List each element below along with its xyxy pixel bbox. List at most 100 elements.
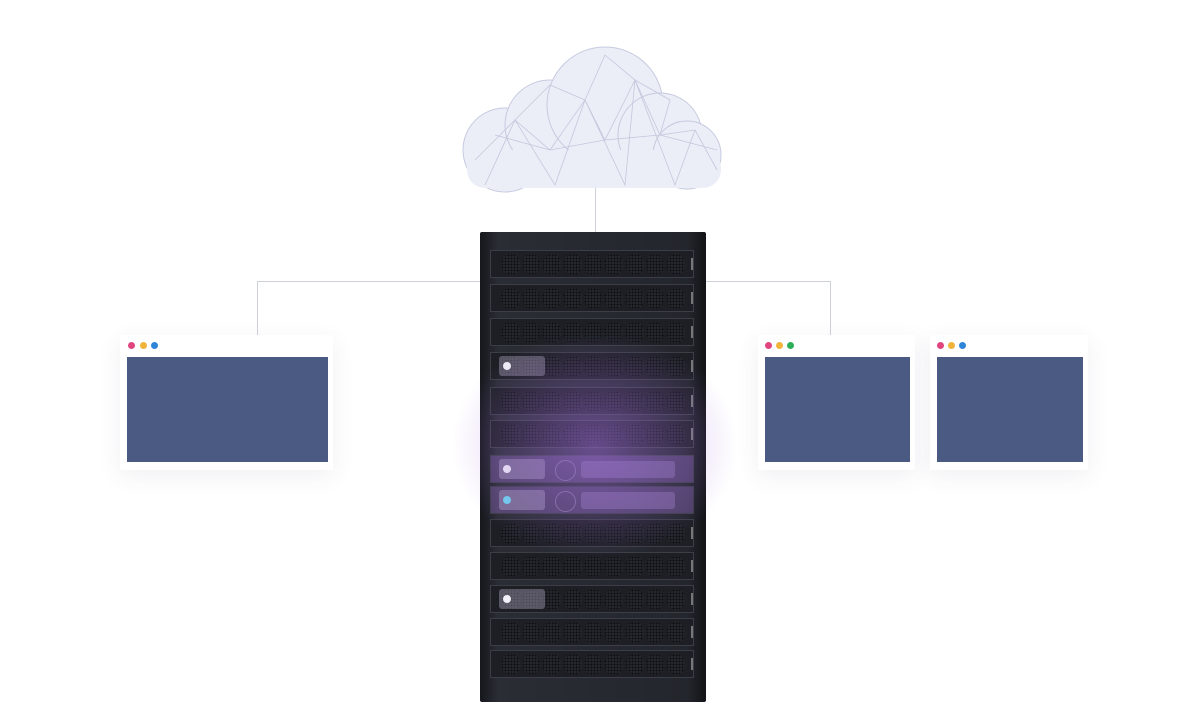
handle-icon [691,593,694,605]
vent-icon [501,653,520,675]
window-screen [937,357,1083,462]
handle-icon [691,292,694,304]
vent-icon [604,253,624,275]
vent-icon [501,390,520,412]
vent-icon [542,588,562,610]
vent-icon [542,621,562,643]
connector-server-right [706,281,831,282]
vent-icon [625,390,644,412]
rack-unit [490,455,694,483]
connector-right-drop [830,281,831,335]
vent-icon [542,555,562,577]
vent-icon [563,653,582,675]
rack-unit [490,284,694,312]
rack-unit [490,618,694,646]
window-dot-yellow [776,342,783,349]
window-dot-pink [128,342,135,349]
vent-icon [604,321,624,343]
vent-icon [645,287,665,309]
handle-icon [691,360,694,372]
vent-icon [666,253,686,275]
rack-unit [490,552,694,580]
vent-icon [604,423,624,445]
vent-icon [645,253,665,275]
vent-icon [604,653,624,675]
vent-icon [666,355,686,377]
vent-icon [563,253,582,275]
power-led-icon [503,595,511,603]
client-window-2 [758,335,915,470]
vent-icon [604,287,624,309]
client-window-1 [120,335,333,470]
rack-unit [490,420,694,448]
window-dot-pink [937,342,944,349]
power-led-icon [503,496,511,504]
vent-icon [625,423,644,445]
vent-icon [583,321,603,343]
vent-icon [666,390,686,412]
vent-icon [542,287,562,309]
rack-unit [490,519,694,547]
display-panel [581,461,675,478]
window-dot-green [787,342,794,349]
vent-icon [583,588,603,610]
handle-icon [691,428,694,440]
control-panel [499,356,545,376]
vent-icon [563,621,582,643]
control-panel [499,459,545,479]
knob-icon [555,460,576,481]
rack-unit [490,585,694,613]
control-panel [499,490,545,510]
vent-icon [666,555,686,577]
vent-icon [666,321,686,343]
vent-icon [625,555,644,577]
window-screen [127,357,328,462]
vent-icon [542,321,562,343]
handle-icon [691,527,694,539]
vent-icon [604,355,624,377]
power-led-icon [503,362,511,370]
vent-icon [625,321,644,343]
vent-icon [521,522,541,544]
vent-icon [666,423,686,445]
rack-unit [490,318,694,346]
vent-icon [563,321,582,343]
vent-icon [542,253,562,275]
handle-icon [691,658,694,670]
vent-icon [604,555,624,577]
vent-icon [501,621,520,643]
vent-icon [583,287,603,309]
vent-icon [583,522,603,544]
vent-icon [604,390,624,412]
handle-icon [691,626,694,638]
vent-icon [542,390,562,412]
vent-icon [521,287,541,309]
vent-icon [583,621,603,643]
handle-icon [691,258,694,270]
knob-icon [555,491,576,512]
vent-icon [583,355,603,377]
handle-icon [691,560,694,572]
vent-icon [563,423,582,445]
vent-icon [625,287,644,309]
vent-icon [563,522,582,544]
rack-unit [490,486,694,514]
vent-icon [645,555,665,577]
vent-icon [625,588,644,610]
vent-icon [666,653,686,675]
window-dot-yellow [140,342,147,349]
vent-icon [583,653,603,675]
vent-icon [645,390,665,412]
vent-icon [604,621,624,643]
vent-icon [563,555,582,577]
vent-icon [645,621,665,643]
vent-icon [604,588,624,610]
vent-icon [521,423,541,445]
vent-icon [645,423,665,445]
vent-icon [501,287,520,309]
rack-unit [490,387,694,415]
control-panel [499,589,545,609]
vent-icon [645,355,665,377]
vent-icon [563,390,582,412]
vent-icon [625,355,644,377]
